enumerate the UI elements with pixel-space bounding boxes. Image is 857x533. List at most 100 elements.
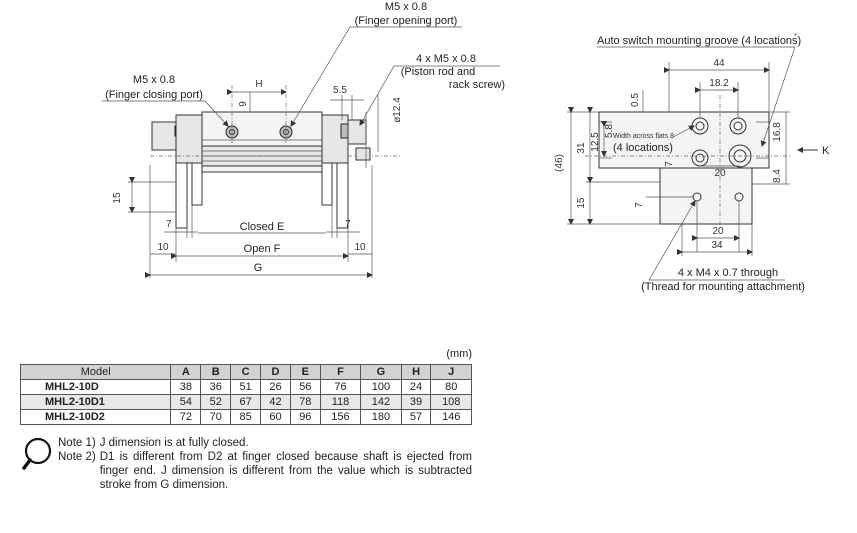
cell: 67	[230, 394, 262, 410]
label-piston-rod: (Piston rod and	[401, 66, 476, 78]
cell: 142	[360, 394, 402, 410]
note-label: Note 2)	[58, 451, 96, 463]
right-finger-tip	[321, 163, 333, 206]
left-finger	[175, 114, 203, 164]
dim-5-8: 5.8	[604, 124, 615, 138]
label-piston-thread: 4 x M5 x 0.8	[416, 53, 476, 65]
front-view: H 9 5.5 ø12.4 15 7 7 Closed E 10	[102, 1, 505, 278]
cell: 38	[170, 379, 202, 395]
col-J: J	[430, 364, 472, 380]
label-opening-port: (Finger opening port)	[355, 15, 458, 27]
dim-15-side: 15	[576, 197, 587, 209]
col-E: E	[289, 364, 321, 380]
cell: 39	[400, 394, 432, 410]
label-thread-attachment: (Thread for mounting attachment)	[641, 281, 805, 293]
dim-8-4: 8.4	[772, 169, 783, 183]
col-H: H	[400, 364, 432, 380]
label-through: 4 x M4 x 0.7 through	[678, 267, 778, 279]
cell: 146	[430, 409, 472, 425]
cell: 42	[260, 394, 291, 410]
dim-7-left: 7	[166, 219, 172, 230]
label-opening-port-thread: M5 x 0.8	[385, 1, 427, 13]
dim-7-side-b: 7	[634, 202, 645, 208]
note-text: J dimension is at fully closed.	[99, 437, 249, 449]
note-1: Note 1) J dimension is at fully closed.	[58, 436, 472, 450]
note-text: D1 is different from D2 at finger closed…	[99, 451, 472, 491]
right-finger	[321, 114, 349, 164]
cell: 78	[289, 394, 321, 410]
col-A: A	[170, 364, 202, 380]
side-view: 44 18.2 0.5 (46) 31 12.5 5.8 Width acros…	[554, 33, 830, 293]
table-row: MHL2-10D 38 36 51 26 56 76 100 24 80	[19, 379, 472, 395]
label-rack-screw: rack screw)	[449, 79, 505, 91]
dim-phi-12-4: ø12.4	[392, 97, 403, 123]
side-body	[598, 111, 770, 169]
note-label: Note 1)	[58, 437, 96, 449]
cell: 26	[260, 379, 291, 395]
label-auto-switch: Auto switch mounting groove (4 locations…	[597, 35, 801, 47]
dim-9: 9	[238, 101, 249, 107]
dim-20-top: 20	[714, 168, 726, 179]
cell: 76	[319, 379, 362, 395]
label-four-locations: (4 locations)	[613, 142, 673, 154]
dim-0-5: 0.5	[630, 93, 641, 107]
cell: 24	[400, 379, 432, 395]
dim-46: (46)	[554, 154, 565, 172]
label-width-flats: Width across flats 8	[613, 133, 674, 140]
cell: 156	[319, 409, 362, 425]
cell-model: MHL2-10D2	[19, 409, 172, 425]
dim-44: 44	[713, 58, 725, 69]
table-header-row: Model A B C D E F G H J	[19, 364, 472, 380]
dim-10-right: 10	[354, 242, 366, 253]
cell: 51	[230, 379, 262, 395]
right-rod-stub	[347, 119, 367, 145]
cell: 96	[289, 409, 321, 425]
right-finger-leg	[336, 163, 349, 229]
cell: 118	[319, 394, 362, 410]
dim-open-F: Open F	[244, 243, 281, 255]
unit-label: (mm)	[446, 348, 472, 360]
label-closing-port-thread: M5 x 0.8	[133, 74, 175, 86]
side-mount-block	[659, 167, 753, 225]
dim-16-8: 16.8	[772, 122, 783, 142]
dim-20-bottom: 20	[712, 226, 724, 237]
dim-H: H	[255, 79, 262, 90]
table-row: MHL2-10D2 72 70 85 60 96 156 180 57 146	[19, 409, 472, 425]
col-B: B	[200, 364, 232, 380]
table-row: MHL2-10D1 54 52 67 42 78 118 142 39 108	[19, 394, 472, 410]
label-closing-port: (Finger closing port)	[105, 89, 203, 101]
left-rod-stub	[151, 121, 177, 151]
dim-10-left: 10	[157, 242, 169, 253]
dim-closed-E: Closed E	[240, 221, 285, 233]
dim-18-2: 18.2	[709, 78, 729, 89]
dim-7-right: 7	[345, 219, 351, 230]
dim-5-5: 5.5	[333, 85, 347, 96]
cell: 108	[430, 394, 472, 410]
notes: Note 1) J dimension is at fully closed. …	[58, 436, 472, 492]
cell: 70	[200, 409, 232, 425]
dim-31: 31	[576, 142, 587, 154]
cell: 180	[360, 409, 402, 425]
cell-model: MHL2-10D	[19, 379, 172, 395]
cell: 57	[400, 409, 432, 425]
left-finger-leg	[175, 163, 188, 229]
dim-G: G	[254, 262, 263, 274]
cell: 80	[430, 379, 472, 395]
cell: 54	[170, 394, 202, 410]
cell: 52	[200, 394, 232, 410]
col-G: G	[360, 364, 402, 380]
left-finger-tip	[191, 163, 203, 206]
cell: 60	[260, 409, 291, 425]
cell: 100	[360, 379, 402, 395]
col-F: F	[319, 364, 362, 380]
label-K: K	[822, 145, 830, 157]
dim-34: 34	[711, 240, 723, 251]
dim-7-side-a: 7	[664, 161, 675, 167]
dimension-table: Model A B C D E F G H J MHL2-10D 38 36 5…	[19, 364, 472, 425]
col-C: C	[230, 364, 262, 380]
magnifier-note-icon	[22, 437, 52, 470]
dim-12-5: 12.5	[590, 132, 601, 152]
cell: 85	[230, 409, 262, 425]
cell-model: MHL2-10D1	[19, 394, 172, 410]
